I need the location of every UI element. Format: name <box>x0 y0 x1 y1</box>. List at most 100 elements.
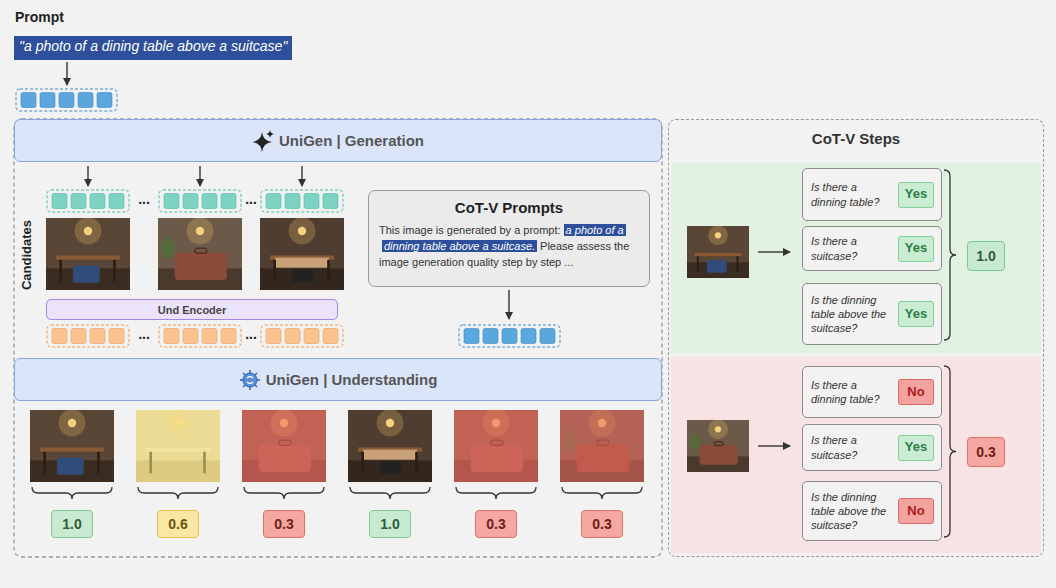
illustration-circle <box>377 410 404 437</box>
illustration-rect <box>560 410 644 482</box>
illustration-rect <box>415 452 418 474</box>
prompt-heading: Prompt <box>15 9 64 25</box>
cotv-prompt-box: CoT-V PromptsThis image is generated by … <box>368 190 650 287</box>
illustration-rect <box>304 329 319 344</box>
ellipsis: ... <box>245 326 257 342</box>
illustration-ellipse <box>689 434 699 450</box>
score-badge: 0.6 <box>157 510 199 538</box>
flow-arrow <box>66 62 67 85</box>
illustration-circle <box>298 227 306 235</box>
brace <box>138 487 218 499</box>
illustration-rect <box>348 410 432 482</box>
generated-image <box>687 419 749 472</box>
generated-image <box>46 218 130 290</box>
node-text: 1.0 <box>976 248 995 264</box>
brace <box>32 487 112 499</box>
node-text: 0.3 <box>274 516 293 532</box>
fail-region <box>671 357 1041 553</box>
illustration-rect <box>175 253 227 280</box>
illustration-circle <box>75 218 102 245</box>
illustration-rect <box>40 93 55 108</box>
flow-arrow <box>301 166 302 186</box>
pass-region <box>671 163 1041 353</box>
illustration-rect <box>52 329 67 344</box>
score-badge: 1.0 <box>967 241 1005 271</box>
illustration-rect <box>304 194 319 209</box>
illustration-rect <box>323 329 338 344</box>
illustration-rect <box>454 410 538 482</box>
node-text: CoT-V Prompts <box>379 199 639 217</box>
illustration-rect <box>78 93 93 108</box>
illustration-rect <box>16 89 117 111</box>
illustration-rect <box>737 256 739 272</box>
illustration-circle <box>68 419 76 427</box>
illustration-rect <box>183 194 198 209</box>
illustration-rect <box>109 329 124 344</box>
illustration-rect <box>202 194 217 209</box>
node-text: Is the dinning table above the suitcase? <box>811 293 893 336</box>
illustration-rect <box>292 270 314 282</box>
node-text: "a photo of a dining table above a suitc… <box>19 38 287 54</box>
illustration-circle <box>59 410 86 437</box>
illustration-rect <box>361 452 364 474</box>
illustration-rect <box>97 452 100 474</box>
illustration-rect <box>21 93 36 108</box>
generated-image <box>454 410 538 482</box>
illustration-rect <box>260 268 344 290</box>
illustration-rect <box>136 410 220 482</box>
illustration-rect <box>521 329 536 344</box>
illustration-rect <box>73 266 100 283</box>
ellipsis: ... <box>138 191 150 207</box>
illustration-rect <box>261 190 343 212</box>
illustration-rect <box>285 194 300 209</box>
illustration-rect <box>363 450 417 460</box>
illustration-rect <box>59 93 74 108</box>
generated-image <box>560 410 644 482</box>
brace <box>562 487 642 499</box>
token-row <box>16 89 117 111</box>
node-text: Yes <box>905 186 927 203</box>
illustration-ellipse <box>161 237 174 259</box>
illustration-rect <box>454 410 538 482</box>
illustration-circle <box>708 419 728 439</box>
generated-image <box>136 410 220 482</box>
flow-arrow <box>199 166 200 186</box>
illustration-rect <box>136 410 220 482</box>
node-text: UniGen | Generation <box>279 132 424 149</box>
answer-badge: Yes <box>898 182 934 208</box>
flow-arrow <box>758 445 790 446</box>
brace <box>456 487 536 499</box>
illustration-rect <box>327 260 330 282</box>
sparkle-icon <box>252 130 274 152</box>
illustration-rect <box>202 329 217 344</box>
illustration-circle <box>715 426 721 432</box>
understanding-band: UniGen | Understanding <box>14 358 662 401</box>
illustration-circle <box>708 225 728 245</box>
illustration-rect <box>57 458 84 475</box>
illustration-rect <box>687 226 749 278</box>
ellipsis: ... <box>245 191 257 207</box>
node-text: Is there a suitcase? <box>811 433 893 462</box>
node-text: Is the dinning table above the suitcase? <box>811 490 893 533</box>
token-row <box>159 325 241 347</box>
illustration-rect <box>113 260 116 282</box>
node-text: Yes <box>905 240 927 257</box>
question-box: Is there a suitcase?Yes <box>802 424 942 471</box>
score-badge: 0.3 <box>967 437 1005 467</box>
illustration-rect <box>707 260 727 272</box>
encoder-box: Und Encoder <box>46 299 338 320</box>
illustration-circle <box>386 419 394 427</box>
illustration-rect <box>540 329 555 344</box>
illustration-rect <box>275 258 329 268</box>
generated-image <box>260 218 344 290</box>
generation-band: UniGen | Generation <box>14 119 662 162</box>
brace <box>944 170 956 340</box>
illustration-rect <box>47 190 129 212</box>
illustration-rect <box>242 410 326 482</box>
illustration-rect <box>195 248 207 253</box>
illustration-rect <box>90 329 105 344</box>
token-row <box>261 190 343 212</box>
brace <box>944 366 956 537</box>
node-text: Is there a dinning table? <box>811 378 893 407</box>
answer-badge: Yes <box>898 301 934 327</box>
